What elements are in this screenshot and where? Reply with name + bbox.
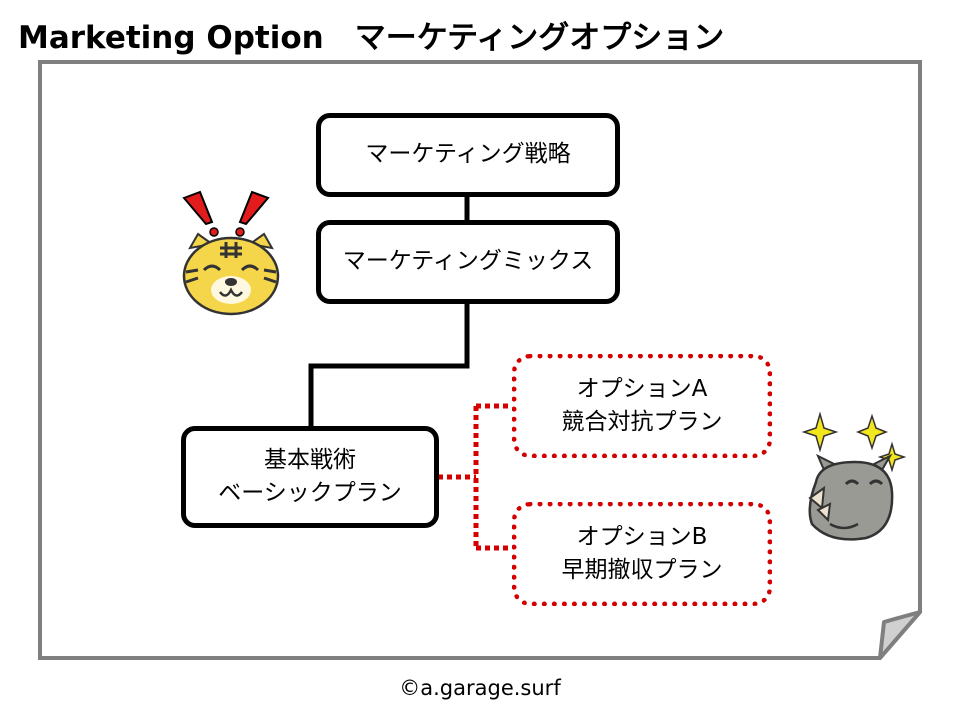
sparkles-icon bbox=[801, 412, 907, 473]
box-marketing-mix: マーケティングミックス bbox=[316, 220, 620, 304]
box-basic-plan: 基本戦術 ベーシックプラン bbox=[181, 426, 439, 528]
box-marketing-strategy-label: マーケティング戦略 bbox=[365, 141, 571, 168]
tiger-mascot-icon bbox=[182, 190, 280, 316]
paper-curl bbox=[878, 610, 922, 660]
box-basic-plan-line1: 基本戦術 bbox=[264, 446, 356, 473]
box-basic-plan-line2: ベーシックプラン bbox=[218, 480, 402, 506]
box-option-a: オプションA 競合対抗プラン bbox=[512, 354, 772, 458]
connector-mix-basic bbox=[308, 300, 470, 428]
page-title: Marketing Option マーケティングオプション bbox=[18, 20, 725, 56]
box-marketing-strategy: マーケティング戦略 bbox=[316, 113, 620, 197]
box-option-b: オプションB 早期撤収プラン bbox=[512, 502, 772, 606]
box-option-a-line2: 競合対抗プラン bbox=[561, 409, 723, 435]
rhino-mascot-icon bbox=[801, 412, 907, 541]
box-option-b-line1: オプションB bbox=[576, 523, 708, 550]
copyright-footer: ©a.garage.surf bbox=[399, 676, 561, 700]
box-marketing-mix-label: マーケティングミックス bbox=[342, 248, 594, 275]
exclamation-marks-icon bbox=[182, 190, 270, 237]
box-option-a-line1: オプションA bbox=[576, 375, 708, 402]
box-option-b-line2: 早期撤収プラン bbox=[561, 557, 723, 583]
